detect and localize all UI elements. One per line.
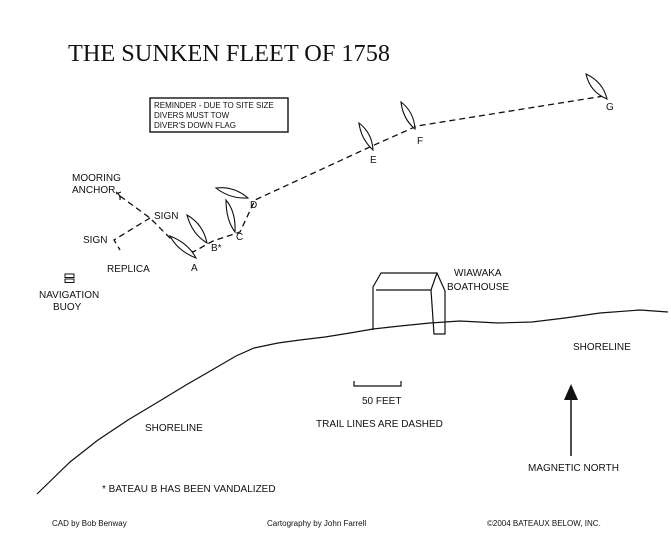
bateau-label-d: D bbox=[250, 200, 257, 211]
navigation-label-2: BUOY bbox=[53, 302, 82, 313]
sign-label-upper: SIGN bbox=[154, 211, 178, 222]
replica-label: REPLICA bbox=[107, 264, 150, 275]
bateau-a2-hull bbox=[186, 213, 208, 245]
scale-bar bbox=[353, 381, 402, 387]
north-arrow-icon bbox=[564, 384, 578, 456]
north-arrow-head bbox=[564, 384, 578, 400]
map-title: THE SUNKEN FLEET OF 1758 bbox=[68, 41, 390, 67]
credit-copyright: ©2004 BATEAUX BELOW, INC. bbox=[487, 519, 601, 528]
bateau-label-c: C bbox=[236, 232, 243, 243]
bateau-label-b: B* bbox=[211, 243, 222, 254]
boathouse-icon bbox=[372, 272, 446, 335]
reminder-line-1: REMINDER - DUE TO SITE SIZE bbox=[154, 101, 274, 110]
scale-label: 50 FEET bbox=[362, 396, 401, 407]
boathouse-label-2: BOATHOUSE bbox=[447, 282, 509, 293]
reminder-line-3: DIVER'S DOWN FLAG bbox=[154, 121, 236, 130]
sign-label-left: SIGN bbox=[83, 235, 107, 246]
north-label: MAGNETIC NORTH bbox=[528, 463, 619, 474]
navigation-buoy-icon bbox=[64, 273, 75, 283]
boathouse-label-1: WIAWAKA bbox=[454, 268, 502, 279]
boathouse-roof-edge bbox=[430, 272, 438, 291]
buoy-bottom bbox=[64, 278, 75, 283]
bateau-b-hull bbox=[225, 198, 236, 234]
mooring-label-1: MOORING bbox=[72, 173, 121, 184]
bateau-label-e: E bbox=[370, 155, 377, 166]
bateau-f-hull bbox=[400, 100, 416, 131]
trail-main bbox=[119, 95, 605, 253]
bateau-label-g: G bbox=[606, 102, 614, 113]
navigation-label-1: NAVIGATION bbox=[39, 290, 99, 301]
trail-replica-spur bbox=[113, 217, 151, 251]
bateau-g-hull bbox=[585, 73, 608, 100]
credit-cartography: Cartography by John Farrell bbox=[267, 519, 366, 528]
shoreline-curve bbox=[36, 309, 669, 495]
reminder-border bbox=[149, 97, 289, 133]
bateau-labels: A B* C D E F G bbox=[191, 102, 614, 274]
shoreline-label-right: SHORELINE bbox=[573, 342, 631, 353]
trail-note: TRAIL LINES ARE DASHED bbox=[316, 419, 443, 430]
trail-lines bbox=[113, 95, 605, 253]
reminder-line-2: DIVERS MUST TOW bbox=[154, 111, 230, 120]
credit-cad: CAD by Bob Benway bbox=[52, 519, 127, 528]
boathouse-outline bbox=[372, 272, 446, 335]
bateau-label-f: F bbox=[417, 136, 423, 147]
bateau-a-hull bbox=[168, 234, 198, 260]
shoreline-label-left: SHORELINE bbox=[145, 423, 203, 434]
mooring-label-2: ANCHOR bbox=[72, 185, 115, 196]
bateau-label-a: A bbox=[191, 263, 198, 274]
bateau-c-hull bbox=[214, 187, 250, 199]
bateau-e-hull bbox=[358, 121, 374, 152]
mooring-anchor-icon bbox=[115, 191, 122, 201]
bateaux-group bbox=[168, 73, 608, 260]
buoy-top bbox=[64, 273, 75, 278]
reminder-box: REMINDER - DUE TO SITE SIZE DIVERS MUST … bbox=[149, 97, 289, 133]
vandalized-note: * BATEAU B HAS BEEN VANDALIZED bbox=[102, 484, 276, 495]
